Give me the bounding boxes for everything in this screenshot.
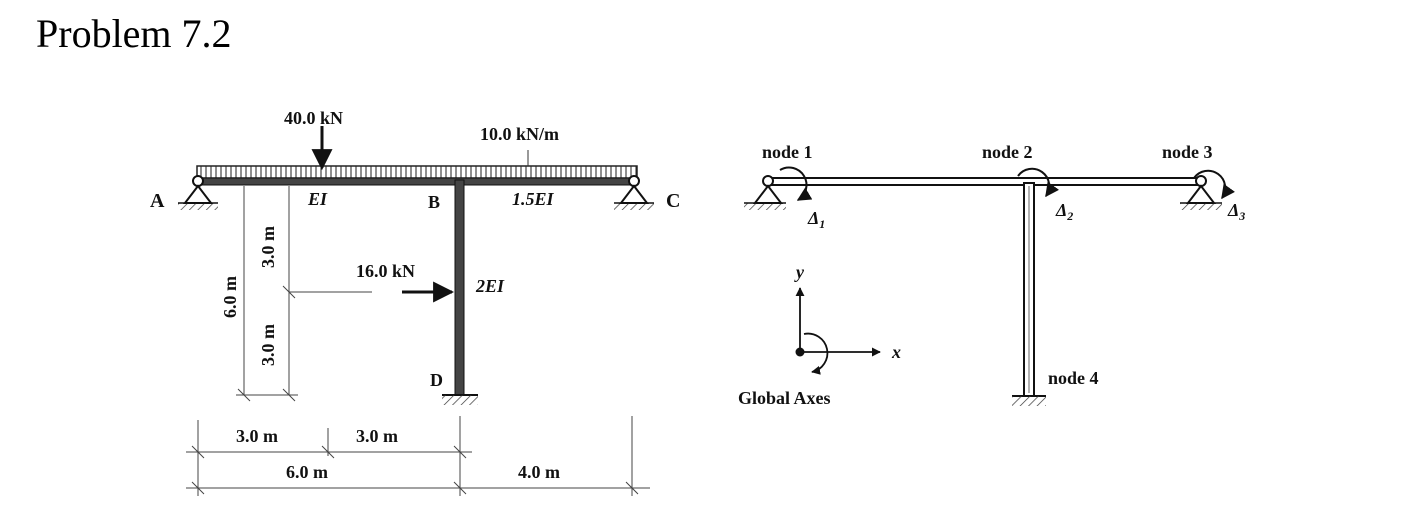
distributed-load-label: 10.0 kN/m: [480, 124, 559, 144]
page-title: Problem 7.2: [36, 11, 232, 56]
stiffness-ab-label: EI: [307, 189, 328, 209]
dim-span-a1-label: 3.0 m: [236, 426, 278, 446]
horizontal-dimensions: [186, 416, 650, 496]
column-bd: [454, 179, 465, 396]
delta-2-label: Δ2: [1055, 200, 1073, 223]
support-d: [442, 394, 478, 405]
support-a: [178, 175, 218, 210]
delta-3-label: Δ3: [1227, 200, 1245, 223]
support-node1: [744, 175, 786, 210]
joint-d-label: D: [430, 370, 443, 390]
beam-node1-node3: [766, 177, 1204, 186]
right-frame: Δ1 Δ2 Δ3 node 1 node 2 node 3 node 4 y x…: [738, 142, 1245, 408]
joint-c-label: C: [666, 190, 680, 212]
dim-span-ab-label: 6.0 m: [286, 462, 328, 482]
dim-column-total-label: 6.0 m: [220, 276, 240, 318]
support-node3: [1180, 175, 1222, 210]
node4-label: node 4: [1048, 368, 1099, 388]
rotation-arrow-3: [1193, 169, 1236, 200]
axis-y-label: y: [794, 262, 805, 282]
left-frame: 40.0 kN 10.0 kN/m 16.0 kN A B C D EI 1.5…: [150, 108, 680, 496]
rotation-arrow-1: [779, 166, 813, 201]
joint-b-label: B: [428, 192, 440, 212]
dim-column-upper-label: 3.0 m: [258, 226, 278, 268]
dim-column-lower-label: 3.0 m: [258, 324, 278, 366]
point-load-label: 40.0 kN: [284, 108, 343, 128]
node1-label: node 1: [762, 142, 813, 162]
joint-a-label: A: [150, 190, 165, 212]
dim-span-a2-label: 3.0 m: [356, 426, 398, 446]
dim-span-bc-label: 4.0 m: [518, 462, 560, 482]
global-axes-label: Global Axes: [738, 388, 831, 408]
stiffness-bc-label: 1.5EI: [512, 189, 555, 209]
stiffness-bd-label: 2EI: [475, 276, 505, 296]
node2-label: node 2: [982, 142, 1033, 162]
delta-1-label: Δ1: [807, 208, 825, 231]
support-node4: [1012, 395, 1046, 406]
beam-ac: [196, 177, 638, 186]
global-axes-glyph: [795, 287, 881, 375]
support-c: [614, 175, 654, 210]
distributed-load: [196, 165, 638, 179]
vertical-dimensions: [236, 186, 372, 402]
node3-label: node 3: [1162, 142, 1213, 162]
axis-x-label: x: [891, 342, 901, 362]
rotation-arrow-2: [1017, 167, 1060, 198]
horizontal-load-label: 16.0 kN: [356, 261, 415, 281]
